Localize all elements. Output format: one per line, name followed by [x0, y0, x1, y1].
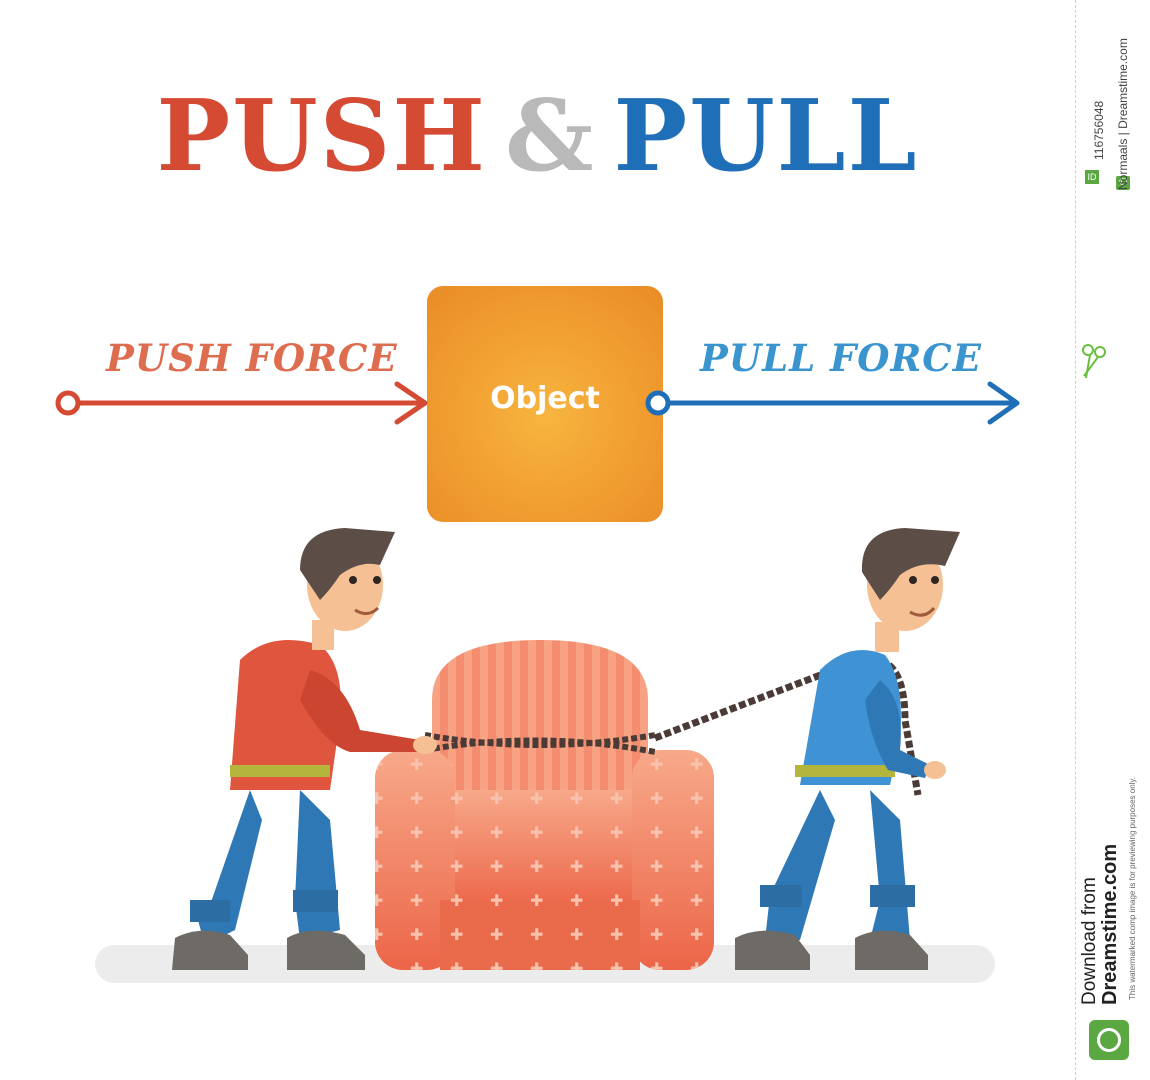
object-label: Object [490, 381, 600, 416]
watermark-note: This watermarked comp image is for previ… [1128, 776, 1137, 1000]
image-id: 116756048 [1092, 100, 1106, 160]
title-push: PUSH [156, 79, 488, 194]
pull-force-label: PULL FORCE [700, 336, 982, 380]
download-text: Download from Dreamstime.com [1079, 843, 1121, 1005]
push-arrow [55, 381, 428, 425]
title-pull: PULL [613, 79, 919, 194]
download-line: Download from [1079, 877, 1100, 1005]
copyright-icon: © [1116, 176, 1130, 190]
pull-arrow [645, 381, 1020, 425]
armchair: ✚ [375, 640, 714, 970]
image-credit: Normaals | Dreamstime.com [1116, 38, 1130, 190]
object-box [427, 286, 663, 522]
scissors-icon[interactable] [1078, 342, 1108, 382]
push-force-label: PUSH FORCE [106, 336, 398, 380]
diagram-title: PUSH&PULL [0, 88, 1075, 186]
id-badge: ID [1085, 170, 1099, 184]
pushing-person [172, 528, 437, 970]
illustration: ✚ [55, 381, 1020, 983]
dreamstime-logo-icon[interactable] [1089, 1020, 1129, 1060]
download-brand[interactable]: Dreamstime.com [1098, 843, 1121, 1005]
pulling-person [735, 528, 960, 970]
title-ampersand: & [505, 79, 596, 194]
